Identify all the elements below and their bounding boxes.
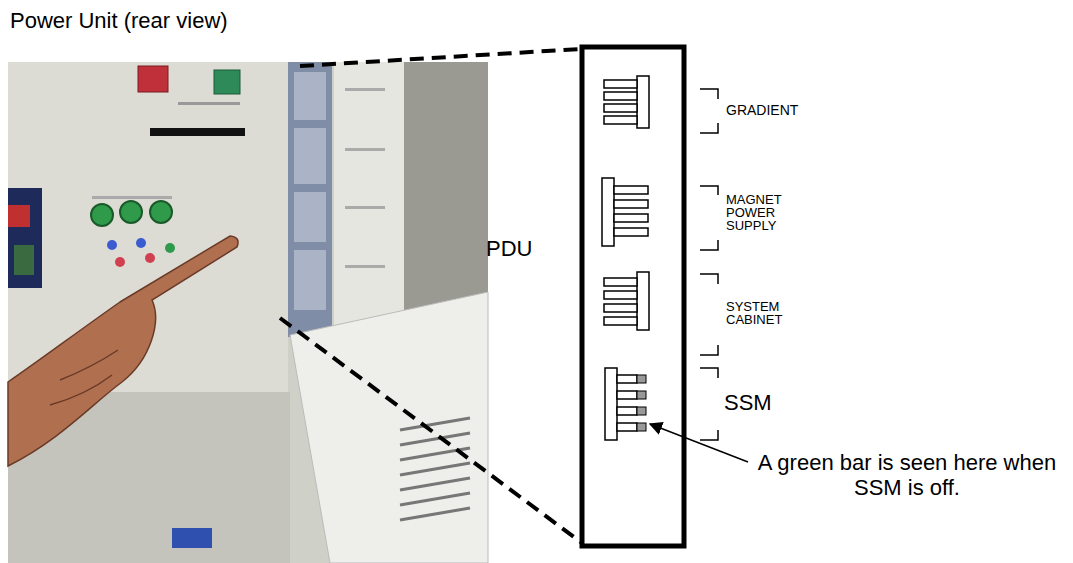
breaker-label: SYSTEM CABINET [726,300,798,326]
breaker-symbol [617,391,637,399]
power-unit-photo [294,128,326,184]
green-bar [637,423,646,431]
power-unit-photo [290,292,488,563]
power-unit-photo [400,493,470,505]
breaker-symbol [604,291,637,299]
breaker-symbol [604,116,637,124]
breaker-symbol [602,76,649,440]
power-unit-photo [400,463,470,475]
power-unit-photo [14,245,34,275]
breaker-symbol [617,423,637,431]
zoom-line [280,49,582,543]
breaker-label: SSM [724,390,772,415]
power-unit-photo [92,196,172,199]
power-unit-photo [8,236,238,466]
breaker-symbol [614,200,648,208]
power-unit-photo [8,62,488,563]
bracket [700,368,718,378]
breaker-symbol [637,76,649,128]
breaker-symbol [614,228,648,236]
pdu-frame [582,47,684,546]
power-unit-photo [8,188,42,288]
breaker-symbol [614,214,648,222]
green-bar [637,407,646,415]
unit-label: PDU [486,236,532,261]
power-unit-photo [400,418,470,520]
power-unit-photo [115,257,125,267]
breaker-symbol [604,80,637,88]
green-bar [637,375,646,431]
power-unit-photo [60,350,118,380]
breaker-symbol [604,104,637,112]
power-unit-photo [107,240,117,250]
power-unit-photo [345,148,385,151]
zoom-line [300,49,580,66]
power-unit-photo [294,192,326,242]
power-unit-photo [288,62,332,337]
breaker-label: GRADIENT [726,102,798,118]
power-unit-photo [294,72,326,120]
breaker-symbol [617,407,637,415]
power-unit-photo [172,528,212,548]
power-unit-photo [345,265,385,268]
power-unit-photo [345,206,385,209]
bracket [700,89,718,440]
power-unit-photo [136,238,146,248]
power-unit-photo [294,250,326,310]
power-unit-photo [214,70,240,94]
power-unit-photo [400,478,470,490]
bracket [700,123,718,133]
bracket [700,186,718,195]
power-unit-photo [120,201,142,223]
breaker-symbol [605,368,617,440]
breaker-symbol [637,272,649,330]
breaker-symbol [604,278,637,286]
bracket [700,274,718,284]
bracket [700,345,718,355]
power-unit-photo [165,243,175,253]
power-unit-photo [138,66,168,92]
power-unit-photo [150,201,172,223]
breaker-symbol [614,186,648,194]
power-unit-photo [91,204,113,226]
zoom-line [280,318,582,543]
breaker-symbol [602,178,614,246]
breaker-symbol [604,92,637,100]
power-unit-photo [400,508,470,520]
power-unit-photo [178,102,240,105]
green-bar [637,375,646,383]
bracket [700,430,718,440]
power-unit-photo [8,205,30,227]
power-unit-photo [150,128,245,136]
callout-note: A green bar is seen here when SSM is off… [752,450,1062,501]
breaker-symbol [617,375,637,383]
power-unit-photo [145,253,155,263]
figure-title: Power Unit (rear view) [10,8,228,33]
callout-arrow [650,424,748,462]
bracket [700,240,718,250]
power-unit-photo [400,433,470,445]
power-unit-photo [50,375,112,405]
breaker-symbol [604,317,637,325]
power-unit-photo [400,418,470,430]
power-unit-photo [345,88,385,91]
power-unit-photo [8,62,488,563]
breaker-label: MAGNET POWER SUPPLY [726,193,790,232]
green-bar [637,391,646,399]
breaker-symbol [604,304,637,312]
bracket [700,89,718,99]
